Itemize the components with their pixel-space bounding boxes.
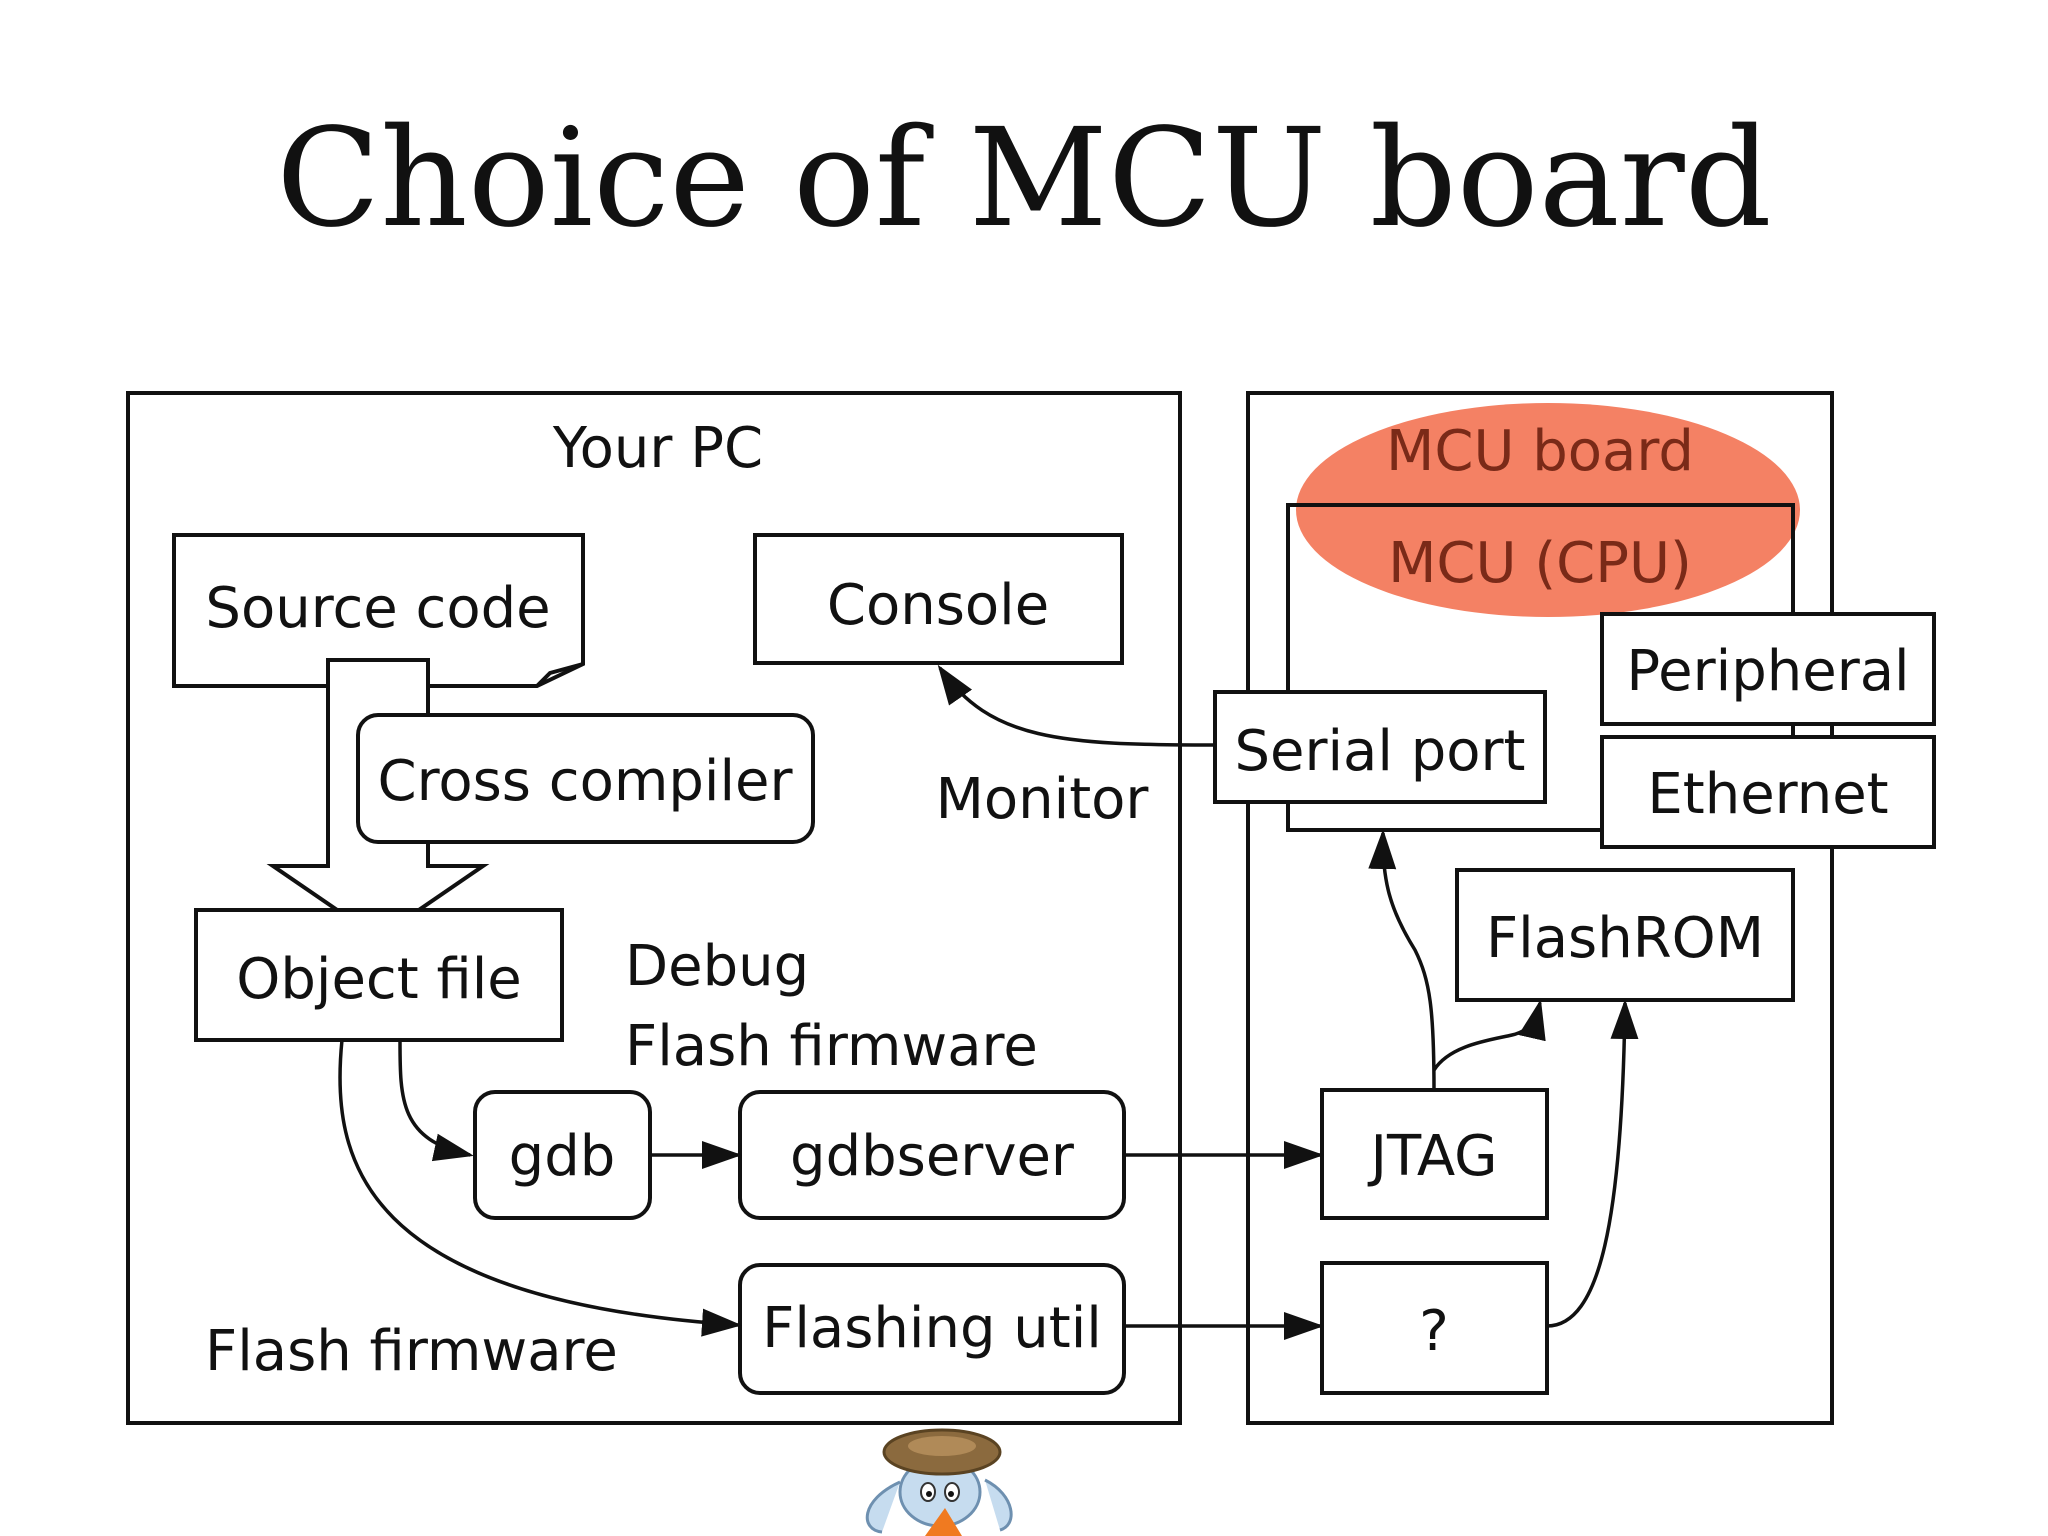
mcu-board-frame — [1246, 391, 1834, 1425]
flashing-util-label: Flashing util — [762, 1296, 1102, 1361]
unknown-label: ? — [1419, 1299, 1449, 1364]
source-code-fold — [535, 662, 584, 688]
objfile-to-flashing-util-arrow — [338, 1039, 742, 1337]
jtag-to-flashrom-arrow — [1432, 999, 1546, 1072]
object-file-box — [194, 908, 564, 1042]
monitor-arrow — [937, 664, 1216, 747]
gdbserver-label: gdbserver — [790, 1124, 1075, 1189]
source-code-box — [172, 533, 585, 688]
peripheral-box — [1600, 612, 1936, 726]
mcu-board-label: MCU board — [1386, 419, 1694, 484]
mcu-highlight — [1296, 403, 1800, 617]
flash-firmware-label: Flash firmware — [205, 1319, 618, 1384]
turtle-mascot-icon — [865, 1428, 1013, 1536]
monitor-label: Monitor — [936, 767, 1150, 832]
serial-port-box — [1213, 690, 1547, 804]
serial-port-label: Serial port — [1234, 719, 1525, 784]
console-box — [753, 533, 1124, 665]
mcu-cpu-label: MCU (CPU) — [1388, 531, 1692, 596]
source-code-label: Source code — [205, 576, 550, 641]
unknown-to-flashrom-arrow — [1546, 999, 1639, 1328]
cross-compiler-box — [356, 713, 815, 844]
slide-title: Choice of MCU board — [276, 100, 1772, 258]
flashrom-box — [1455, 868, 1795, 1002]
flashrom-label: FlashROM — [1486, 906, 1764, 971]
your-pc-label: Your PC — [552, 416, 763, 481]
jtag-label: JTAG — [1367, 1124, 1497, 1189]
jtag-to-serial-arrow — [1368, 829, 1436, 1091]
object-file-label: Object file — [236, 947, 521, 1012]
ethernet-label: Ethernet — [1647, 762, 1888, 827]
jtag-box — [1320, 1088, 1549, 1220]
cross-compiler-label: Cross compiler — [377, 749, 793, 814]
ethernet-box — [1600, 735, 1936, 849]
your-pc-frame — [126, 391, 1182, 1425]
objfile-to-gdb-arrow — [398, 1039, 474, 1162]
peripheral-label: Peripheral — [1626, 639, 1909, 704]
gdb-label: gdb — [509, 1124, 616, 1189]
debug-label: Debug — [625, 934, 809, 999]
console-label: Console — [827, 573, 1049, 638]
debug-flash-firmware-label: Flash firmware — [625, 1014, 1038, 1079]
unknown-box — [1320, 1261, 1549, 1395]
